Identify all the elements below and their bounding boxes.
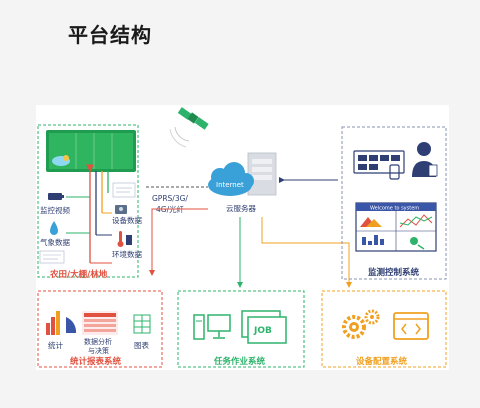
monitor-panel: Welcome to system 监测控制系统 [341,126,447,280]
device-data-label: 设备数据 [112,215,142,225]
sensor-spec-tag [39,250,65,264]
analysis-label-1: 数据分析 [84,337,112,346]
config-system-label: 设备配置系统 [356,356,408,367]
stats-panel: 统计 数据分析 与决策 图表 统计报表系统 [37,290,163,368]
monitor-video-label: 监控视频 [40,205,70,215]
page-title: 平台结构 [68,23,152,47]
field-map-image [46,130,136,172]
config-panel: 设备配置系统 [321,290,447,368]
task-panel: JOB 任务作业系统 [177,290,305,368]
link-to-stats [149,208,208,276]
cloud-icon [208,162,254,196]
thermometer-icon [117,231,124,247]
chart-label: 图表 [134,340,149,350]
server-icon [247,152,277,196]
task-system-label: 任务作业系统 [213,356,266,367]
device-icon [115,205,127,214]
phone-icon [389,164,400,180]
table-chart-icon [133,314,151,334]
computer-icon [193,314,231,340]
diagram-canvas: 监控视频 气象数据 设备数据 环境数据 农田/大棚/林地 [37,107,447,368]
stats-system-label: 统计报表系统 [70,356,122,367]
gear-icon [342,309,380,339]
satellite-icon [169,107,209,148]
cloud-server-label: 云服务器 [226,203,256,213]
data-analysis-icon [82,311,118,335]
monitor-system-label: 监测控制系统 [368,267,420,278]
camera-icon [48,193,64,200]
analysis-label-2: 与决策 [88,346,109,355]
platform-structure-diagram: 监控视频 气象数据 设备数据 环境数据 农田/大棚/林地 [36,105,449,370]
sensor-icon [126,235,132,245]
operator-icon [412,142,438,177]
water-drop-icon [50,221,58,235]
field-group-label: 农田/大棚/林地 [49,269,108,280]
cloud-server-group: Internet 云服务器 [208,152,277,213]
job-label: JOB [253,326,272,336]
job-window-icon [241,310,287,344]
env-data-label: 环境数据 [112,249,142,259]
system-window: Welcome to system [355,202,437,252]
device-spec-tag [112,182,136,198]
internet-label: Internet [216,181,244,189]
code-window-icon [393,312,429,340]
stat-chart-icon [46,311,77,335]
link-to-config [261,217,352,288]
welcome-banner: Welcome to system [370,206,419,212]
dashboard-icon [353,150,405,174]
stat-label: 统计 [48,340,63,350]
network-link-label-1: GPRS/3G/ [152,194,188,203]
field-panel: 监控视频 气象数据 设备数据 环境数据 农田/大棚/林地 [37,124,142,280]
weather-data-label: 气象数据 [40,237,70,247]
